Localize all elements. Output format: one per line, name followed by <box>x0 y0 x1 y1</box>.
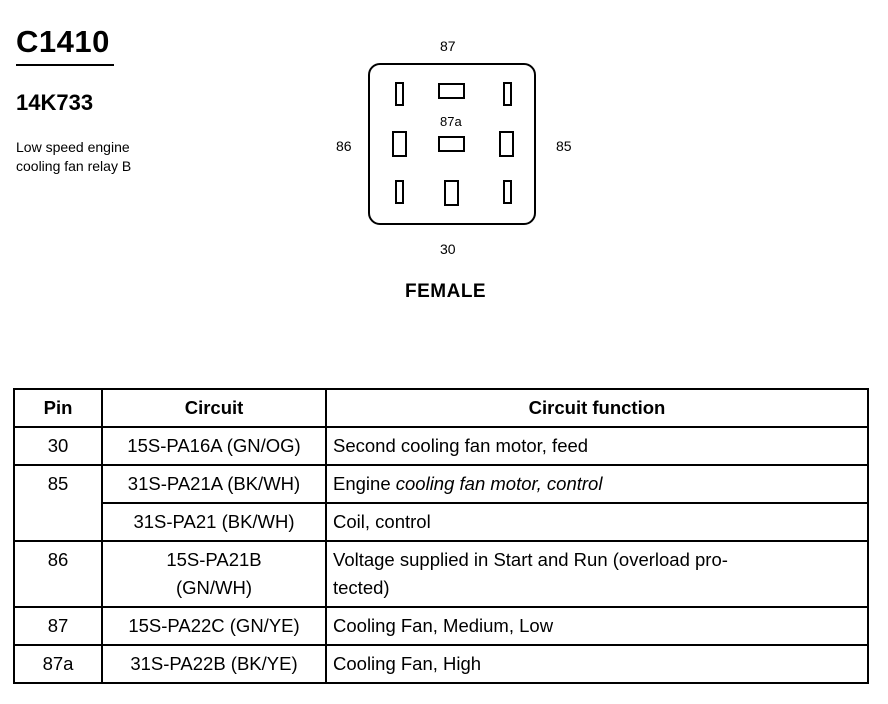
terminal-85 <box>499 131 514 157</box>
function-cell: Cooling Fan, Medium, Low <box>325 606 869 646</box>
header-circuit: Circuit <box>101 388 327 428</box>
description-line-1: Low speed engine <box>16 139 130 155</box>
circuit-cell: 15S-PA16A (GN/OG) <box>101 426 327 466</box>
circuit-cell: 15S-PA21B (GN/WH) <box>101 540 327 608</box>
circuit-line-2: (GN/WH) <box>175 577 253 598</box>
table-row: 86 15S-PA21B (GN/WH) Voltage supplied in… <box>13 540 869 608</box>
pin-cell: 87 <box>13 606 103 646</box>
table-header-row: Pin Circuit Circuit function <box>13 388 869 428</box>
circuit-cell: 15S-PA22C (GN/YE) <box>101 606 327 646</box>
table-row: 85 31S-PA21A (BK/WH) Engine cooling fan … <box>13 464 869 542</box>
table-row: 87 15S-PA22C (GN/YE) Cooling Fan, Medium… <box>13 606 869 646</box>
header-pin: Pin <box>13 388 103 428</box>
pin-label-87: 87 <box>440 38 456 54</box>
circuit-cell: 31S-PA21A (BK/WH) <box>101 464 327 504</box>
terminal-87a <box>438 136 465 152</box>
circuit-line-1: 15S-PA21B <box>166 549 262 570</box>
title-underline <box>16 64 114 66</box>
component-description: Low speed engine cooling fan relay B <box>16 138 186 176</box>
circuit-cell: 31S-PA21 (BK/WH) <box>101 502 327 542</box>
function-text-italic: cooling fan motor, control <box>395 473 603 494</box>
terminal-bottom-left <box>395 180 404 204</box>
pin-cell: 87a <box>13 644 103 684</box>
function-cell: Cooling Fan, High <box>325 644 869 684</box>
table-row: 87a 31S-PA22B (BK/YE) Cooling Fan, High <box>13 644 869 684</box>
terminal-top-left <box>395 82 404 106</box>
header-function: Circuit function <box>325 388 869 428</box>
function-line-2: tected) <box>333 577 390 598</box>
terminal-86 <box>392 131 407 157</box>
connector-code: C1410 <box>16 24 110 59</box>
pin-label-85: 85 <box>556 138 572 154</box>
function-cell: Second cooling fan motor, feed <box>325 426 869 466</box>
pin-label-86: 86 <box>336 138 352 154</box>
description-line-2: cooling fan relay B <box>16 158 132 174</box>
function-cell: Engine cooling fan motor, control <box>325 464 869 504</box>
pin-label-30: 30 <box>440 241 456 257</box>
terminal-30 <box>444 180 459 206</box>
terminal-bottom-right <box>503 180 512 204</box>
table-row: 31S-PA21 (BK/WH) Coil, control <box>14 502 869 542</box>
pin-cell: 86 <box>13 540 103 608</box>
terminal-87 <box>438 83 465 99</box>
function-cell: Voltage supplied in Start and Run (overl… <box>325 540 869 608</box>
function-line-1: Voltage supplied in Start and Run (overl… <box>333 549 728 570</box>
pin-table: Pin Circuit Circuit function 30 15S-PA16… <box>13 388 869 684</box>
table-row: 30 15S-PA16A (GN/OG) Second cooling fan … <box>13 426 869 466</box>
circuit-cell: 31S-PA22B (BK/YE) <box>101 644 327 684</box>
part-number: 14K733 <box>16 90 94 115</box>
pin-label-87a: 87a <box>440 114 462 129</box>
pin-cell: 30 <box>13 426 103 466</box>
connector-gender: FEMALE <box>405 281 487 302</box>
connector-face <box>368 63 536 225</box>
function-cell: Coil, control <box>325 502 869 542</box>
pin-cell: 85 <box>13 464 103 542</box>
function-text: Engine <box>333 473 396 494</box>
terminal-top-right <box>503 82 512 106</box>
